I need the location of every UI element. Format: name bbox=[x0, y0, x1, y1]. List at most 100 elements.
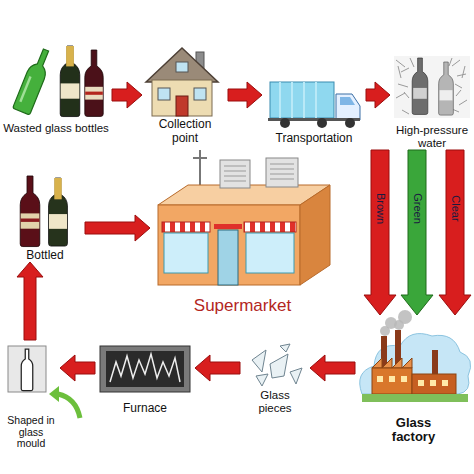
bottle-body bbox=[20, 176, 40, 247]
bottle-body bbox=[439, 62, 454, 115]
curved-arrow-head bbox=[49, 386, 59, 402]
shards-illustration bbox=[252, 344, 302, 386]
edge-label: Brown bbox=[375, 192, 386, 223]
bottle-label bbox=[49, 214, 67, 229]
node-label: Collection point bbox=[150, 118, 220, 145]
node-label: Shaped in glass mould bbox=[3, 415, 59, 450]
sawtooth-roof bbox=[372, 358, 412, 368]
vent-lines bbox=[270, 164, 294, 179]
awning bbox=[162, 222, 210, 232]
flow-arrow bbox=[195, 355, 240, 381]
chimney bbox=[432, 350, 438, 374]
bottle-label bbox=[61, 83, 80, 98]
bottle-body bbox=[49, 178, 68, 246]
window bbox=[158, 88, 170, 100]
flow-arrow bbox=[112, 82, 142, 108]
shop-window bbox=[246, 233, 294, 273]
process-node: Collection point bbox=[142, 45, 228, 145]
flow-arrow bbox=[17, 262, 43, 340]
bottle-highlight bbox=[19, 76, 31, 102]
factory-illustration bbox=[360, 310, 471, 402]
champagne-bottle bbox=[49, 178, 68, 246]
cargo-stripes bbox=[280, 82, 316, 118]
furnace-frame bbox=[100, 346, 190, 392]
process-node: Transportation bbox=[262, 75, 366, 145]
shop-door bbox=[218, 230, 238, 285]
wine-bottle bbox=[20, 176, 40, 247]
process-node: High-pressure water bbox=[390, 50, 474, 150]
supermarket-illustration bbox=[158, 150, 330, 285]
wheel bbox=[345, 118, 355, 128]
flow-arrow bbox=[364, 150, 396, 315]
process-node: Shaped in glass mould bbox=[2, 340, 60, 450]
sky-cloud bbox=[360, 334, 471, 394]
awning bbox=[244, 222, 296, 232]
roof-unit bbox=[220, 160, 250, 188]
house-wall bbox=[152, 80, 212, 116]
glass-shard bbox=[270, 354, 288, 378]
edge-label: Green bbox=[411, 193, 422, 224]
bottled-illustration bbox=[20, 176, 67, 247]
window bbox=[194, 88, 206, 100]
glass-shard bbox=[280, 344, 290, 352]
store-front bbox=[158, 205, 300, 285]
mould-illustration bbox=[8, 346, 80, 418]
cab-window bbox=[340, 97, 355, 105]
mould-bottle bbox=[21, 349, 33, 391]
bottle-label bbox=[440, 90, 453, 100]
node-label: Wasted glass bottles bbox=[0, 122, 112, 135]
wheel bbox=[280, 118, 290, 128]
bottles-illustration bbox=[13, 46, 104, 117]
attic-window bbox=[176, 62, 188, 72]
bottle-body bbox=[412, 58, 428, 114]
node-label: Bottled bbox=[5, 249, 85, 262]
node-label: Glass pieces bbox=[245, 389, 305, 415]
flow-arrow bbox=[366, 82, 390, 108]
store-side bbox=[300, 185, 330, 285]
bottle-stripe bbox=[85, 92, 103, 95]
bottle-label bbox=[85, 87, 103, 100]
truck-illustration bbox=[268, 82, 360, 128]
flow-arrow bbox=[85, 215, 150, 241]
node-label: Glass factory bbox=[379, 416, 449, 445]
flow-arrow bbox=[60, 355, 95, 381]
wet-bottle bbox=[439, 62, 454, 115]
factory-windows bbox=[377, 376, 448, 386]
antenna-bar bbox=[193, 157, 207, 159]
process-node: Wasted glass bottles bbox=[0, 45, 112, 135]
water-spray bbox=[396, 58, 467, 114]
flow-arrow bbox=[401, 150, 433, 315]
process-node: Glass factory bbox=[355, 315, 472, 445]
furnace-chamber bbox=[106, 351, 184, 387]
bottle-outline bbox=[21, 349, 33, 391]
bottle-foil bbox=[66, 46, 74, 66]
process-node: Glass pieces bbox=[240, 340, 310, 415]
glass-shard bbox=[256, 374, 268, 386]
truck-cab bbox=[336, 94, 360, 120]
wine-bottle bbox=[85, 50, 103, 116]
champagne-bottle bbox=[60, 46, 80, 117]
cargo-box bbox=[270, 82, 334, 118]
glass-shard bbox=[290, 368, 302, 384]
process-node: Supermarket bbox=[150, 140, 335, 315]
node-label: High-pressure water bbox=[390, 124, 474, 150]
flow-arrow bbox=[228, 82, 262, 108]
flames bbox=[110, 354, 180, 382]
green-bottle bbox=[13, 47, 55, 115]
mould-box bbox=[8, 346, 46, 392]
node-label: Supermarket bbox=[150, 296, 335, 315]
bottle-foil bbox=[54, 178, 61, 199]
bottle-body bbox=[13, 47, 55, 115]
process-node: Furnace bbox=[95, 340, 195, 415]
door-canopy bbox=[214, 224, 242, 229]
smoke bbox=[398, 310, 412, 324]
glass-shard bbox=[252, 350, 266, 372]
wheel bbox=[317, 118, 327, 128]
curved-arrow bbox=[58, 394, 80, 418]
bottle-label bbox=[21, 213, 40, 228]
flow-arrow bbox=[310, 355, 355, 381]
wet-bottle bbox=[412, 58, 428, 114]
washing-illustration bbox=[394, 56, 470, 118]
edge-label: Clear bbox=[450, 195, 461, 221]
